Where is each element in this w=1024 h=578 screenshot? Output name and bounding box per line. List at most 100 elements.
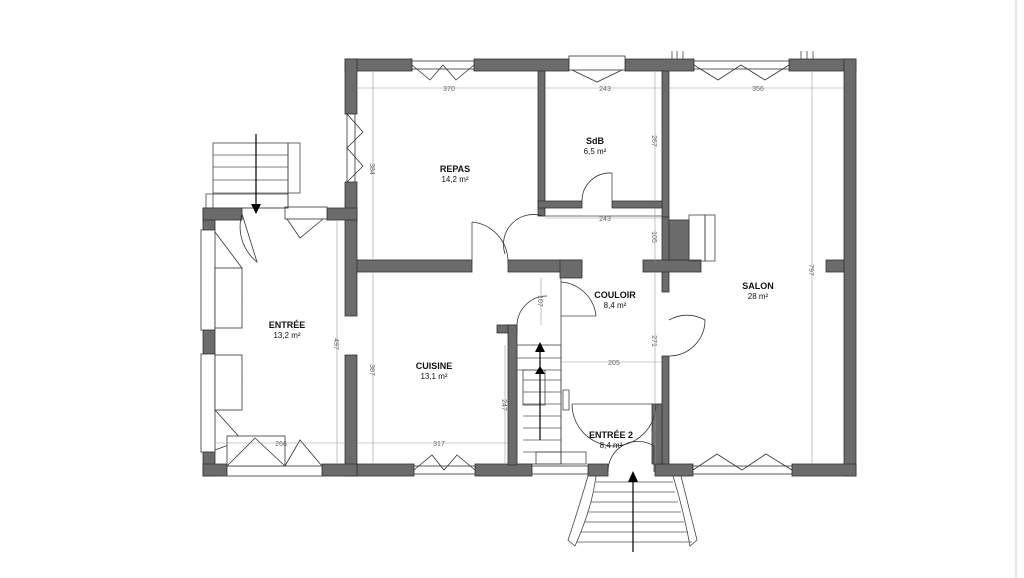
door-annex-top-leaf — [284, 206, 328, 220]
stair-front-arrowhead — [628, 471, 638, 482]
wall-left-lower — [344, 354, 358, 477]
door-front-arc — [607, 440, 655, 473]
door-sdb-arc — [581, 172, 613, 202]
stair-interior-post — [562, 389, 570, 411]
window-repas-side — [346, 113, 356, 183]
window-annex-bottom-swing — [226, 437, 323, 467]
room-entree2-name: ENTRÉE 2 — [589, 430, 633, 440]
wall-salon-left-3 — [661, 355, 670, 465]
dimension-labels: 370 243 356 267 384 243 105 797 107 497 … — [275, 86, 814, 448]
window-annex-left-1 — [200, 229, 216, 331]
window-cuisine-swing — [413, 454, 476, 471]
room-cuisine-area: 13,1 m² — [420, 372, 447, 381]
interior-lines — [543, 214, 716, 464]
dim-sdb-height: 267 — [650, 135, 657, 147]
wall-bottom-5 — [791, 463, 857, 477]
wall-bottom-4 — [654, 463, 694, 477]
stair-annex-rail — [287, 142, 301, 194]
window-annex-bottom-leaf — [226, 435, 286, 467]
wall-top-2 — [473, 58, 570, 72]
door-couloir-arc — [503, 214, 544, 255]
dim-stair-top: 107 — [536, 295, 543, 307]
dim-repas-height: 384 — [368, 163, 375, 175]
wall-bottom-3 — [474, 463, 533, 477]
walls — [202, 58, 857, 477]
chimney — [668, 219, 690, 261]
dim-couloir-upper: 105 — [650, 231, 657, 243]
stair-annex-arrowhead — [251, 204, 261, 214]
room-salon-name: SALON — [742, 281, 774, 291]
stair-front-left-rail — [567, 475, 597, 547]
door-salon-arc — [668, 314, 706, 357]
window-salon-swing — [693, 64, 790, 81]
chimney-hearth-2 — [704, 214, 716, 262]
doors — [239, 172, 706, 473]
wall-salon-stub — [642, 259, 702, 273]
dim-corridor-width: 205 — [608, 360, 620, 367]
room-sdb-name: SdB — [586, 136, 605, 146]
dim-repas-width: 370 — [443, 86, 455, 93]
window-sdb-swing — [571, 69, 623, 83]
stair-interior-landing — [535, 451, 587, 465]
wall-sdb-bottom-1 — [537, 200, 583, 209]
dim-entree2-height: 112 — [650, 431, 657, 442]
stair-interior-core — [522, 369, 546, 406]
window-repas-swing — [411, 64, 475, 81]
wall-sdb-right — [661, 70, 670, 218]
window-repas-side-swing — [346, 113, 364, 183]
wall-top-3 — [624, 58, 695, 72]
roof-marks — [671, 51, 814, 59]
wall-sdb-bottom-2 — [611, 200, 665, 209]
window-sdb — [568, 55, 626, 71]
dim-entree-height: 497 — [332, 338, 339, 350]
wall-stair-left — [507, 324, 518, 466]
dim-stair-height: 247 — [500, 399, 507, 411]
room-salon-area: 28 m² — [748, 292, 769, 301]
windows — [200, 55, 793, 477]
room-cuisine-name: CUISINE — [416, 361, 453, 371]
wall-left-upper — [344, 58, 358, 115]
window-annex-left-2 — [200, 353, 216, 453]
room-sdb-area: 6,5 m² — [584, 147, 607, 156]
wall-right — [843, 58, 857, 477]
wall-salon-left-2 — [661, 271, 670, 293]
wall-annex-top-2 — [326, 207, 358, 221]
room-entree-name: ENTRÉE — [269, 320, 306, 330]
dim-salon-width: 356 — [752, 86, 764, 93]
dim-couloir-width: 243 — [599, 216, 611, 223]
room-entree-area: 13,2 m² — [273, 331, 300, 340]
wall-couloir-stub — [559, 259, 583, 279]
dim-cuisine-width: 317 — [433, 441, 445, 448]
room-couloir-area: 8,4 m² — [604, 301, 627, 310]
door-repas-arc — [471, 221, 509, 263]
dim-sdb-width: 243 — [599, 86, 611, 93]
wall-salon-right-stub — [825, 259, 845, 273]
stair-annex-step — [205, 193, 289, 209]
dim-salon-height: 797 — [807, 264, 814, 276]
wall-annex-bottom-1 — [202, 463, 228, 477]
wall-bottom-6 — [587, 463, 609, 477]
door-stair-arc — [516, 295, 548, 328]
room-repas-name: REPAS — [440, 164, 470, 174]
wall-left-mid — [344, 181, 358, 317]
window-annex-bottom — [226, 465, 323, 477]
window-stair — [531, 465, 589, 475]
wall-salon-left-1 — [661, 216, 670, 263]
room-labels: REPAS 14,2 m² SdB 6,5 m² ENTRÉE 13,2 m² … — [269, 136, 774, 450]
door-annex-top — [239, 213, 258, 264]
window-salon-bottom-swing — [692, 453, 793, 471]
wall-annex-top-1 — [202, 207, 243, 221]
dim-cuisine-height: 387 — [368, 364, 375, 376]
door-annex-top-swing — [286, 218, 324, 239]
wall-annex-left-mid — [202, 329, 216, 355]
room-couloir-name: COULOIR — [594, 290, 636, 300]
wall-repas-cuisine — [356, 259, 473, 273]
dim-entree-width: 266 — [275, 441, 287, 448]
stair-annex — [212, 142, 289, 209]
window-annex-leaf-1 — [214, 267, 243, 329]
room-entree2-area: 8,4 m² — [600, 441, 623, 450]
window-annex-leaf-2 — [214, 354, 243, 411]
door-cuisine-arc — [560, 281, 597, 317]
stair-interior-arrowhead-2 — [535, 366, 545, 374]
